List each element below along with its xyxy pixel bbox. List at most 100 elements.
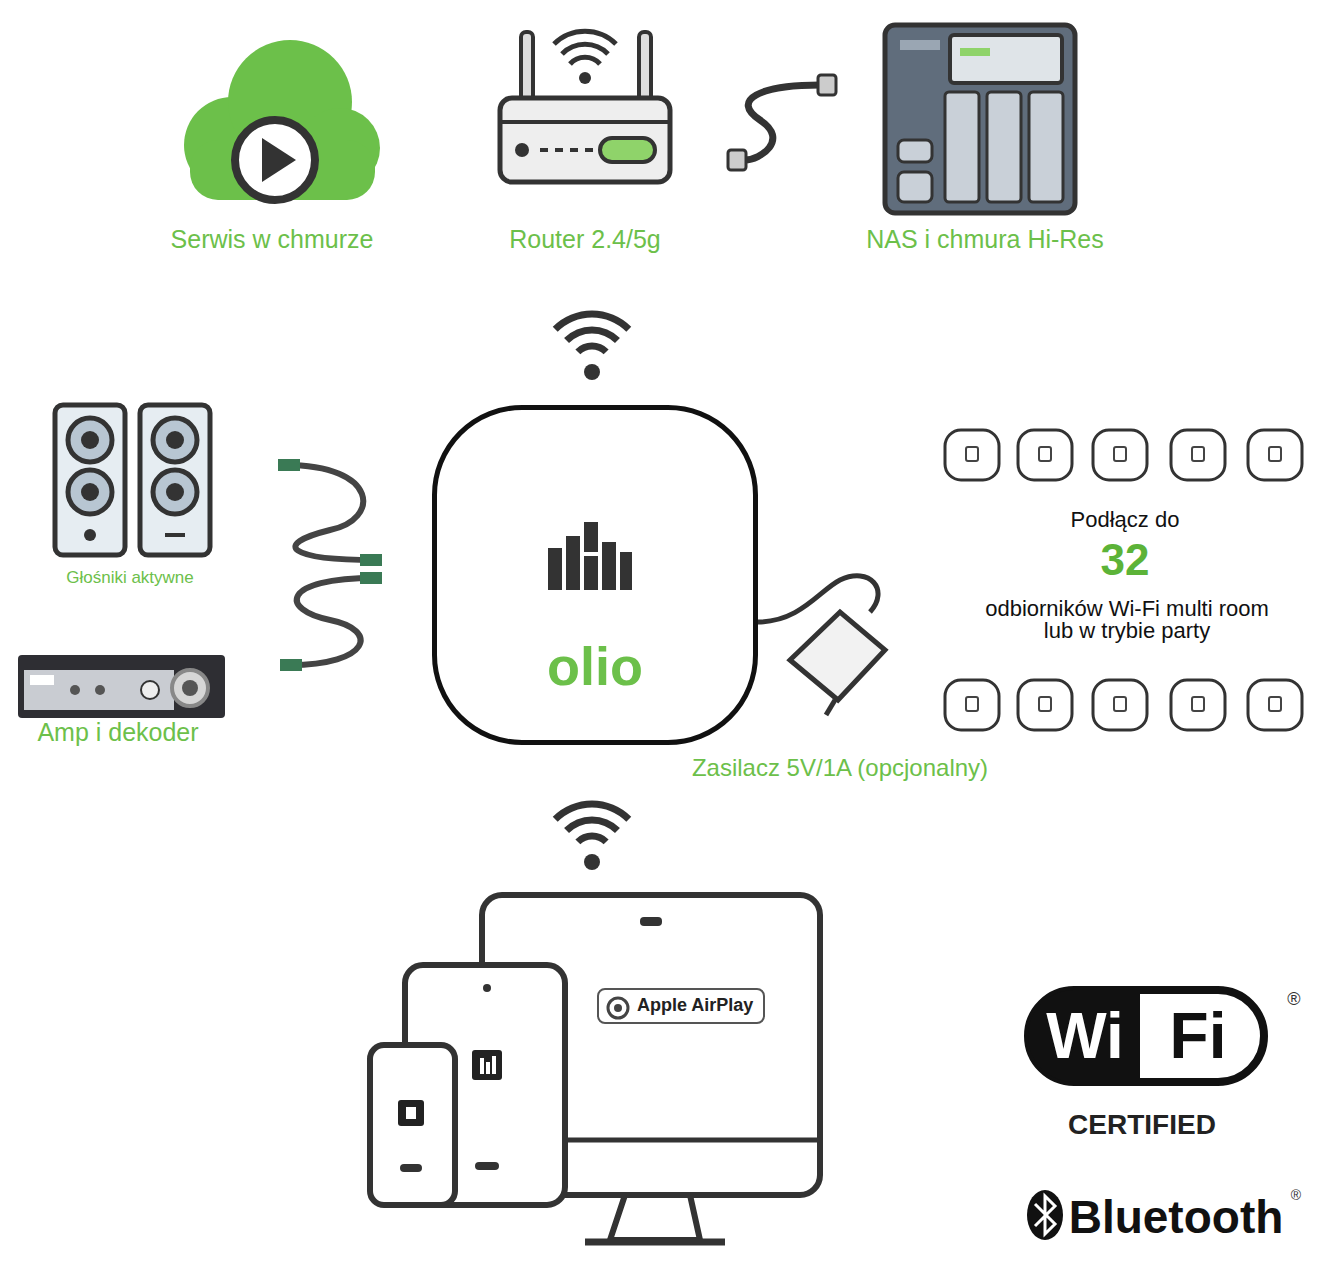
wifi-receivers-part-part [1269,447,1281,461]
devices-illustration-part [585,1239,725,1246]
amplifier-icon-part [182,680,198,696]
speakers-icon-part [166,431,184,449]
label-text: Bluetooth [1069,1192,1284,1243]
devices-illustration-part [483,984,491,992]
wifi-receivers-part-part [1018,430,1072,480]
speakers-icon-part [81,431,99,449]
router-icon-part [639,32,651,102]
label-text: Głośniki aktywne [66,569,194,588]
devices-illustration-part [398,1100,424,1126]
olio-logo-part [548,548,562,590]
audio-cables-part [360,572,382,584]
bluetooth-symbol [1027,1190,1063,1240]
speakers-icon-part [166,483,184,501]
cloud-service-icon-part [235,120,315,200]
amplifier-icon-part [95,685,105,695]
router-icon-part [579,72,591,84]
amplifier-icon-part [70,685,80,695]
speakers-icon-part [153,418,197,462]
nas-icon-part [945,92,979,202]
airplay-badge: Apple AirPlay [597,988,765,1024]
label-text: Serwis w chmurze [171,226,374,254]
wifi-receivers-part-part [1093,430,1147,480]
router-icon-part [600,138,655,162]
wifi-receivers-part-part [1039,447,1051,461]
wifi-symbols-part [564,326,620,343]
wifi-receivers-part-part [1093,680,1147,730]
cloud-service-icon-part [262,138,296,182]
wifi-receivers-part-part [945,430,999,480]
power-adapter-part [790,612,885,700]
amplifier-icon [18,655,225,718]
router-icon-part [540,148,595,152]
speakers-icon-part [84,529,96,541]
wifi-receivers-part [1093,430,1147,480]
audio-cables-part [290,578,375,665]
nas-icon-part [898,172,932,202]
speakers-icon [55,405,210,555]
amplifier-icon-part [24,670,174,710]
wifi-symbols-part [584,854,600,870]
wifi-certified-logo-part [1028,990,1140,1082]
wifi-symbols-part [553,801,631,822]
wifi-receivers-part-part [1114,697,1126,711]
label-text: ® [1287,990,1300,1010]
speakers-icon-part [68,470,112,514]
wifi-receivers-part-part [1248,680,1302,730]
devices-illustration-part [608,998,628,1018]
devices-illustration-part [370,1045,455,1205]
audio-cables-part [285,465,375,560]
router-icon-part [570,57,600,64]
olio-logo-part [584,522,598,552]
label-text: NAS i chmura Hi-Res [866,226,1104,254]
wifi-receivers [945,430,1302,730]
wifi-certified-logo-part [1028,990,1264,1082]
devices-illustration-part [472,1050,502,1080]
cloud-service-icon [184,40,380,200]
nas-icon-part [900,40,940,50]
wifi-receivers-part [1093,680,1147,730]
node-text: olio [547,637,643,696]
amplifier-icon-part [30,675,54,685]
amplifier-icon-part [141,681,159,699]
label-text: odbiorników Wi-Fi multi room lub w trybi… [981,598,1273,642]
amplifier-icon-part [18,655,225,718]
speakers-icon-part [81,483,99,501]
wifi-symbols-part [553,311,631,332]
wifi-symbols-part [564,816,620,833]
devices-illustration-part [614,1004,622,1012]
devices-illustration-part [492,1056,496,1074]
speakers-icon-part [165,533,185,537]
label-text: Amp i dekoder [37,719,198,747]
router-icon-part [515,143,529,157]
router-icon-part [554,31,616,44]
router-icon [500,31,670,182]
devices-illustration-part [640,917,662,926]
audio-cables-part [360,554,382,566]
wifi-certified-logo [1028,990,1264,1082]
power-adapter [758,576,885,715]
wifi-receivers-part-part [1171,680,1225,730]
power-adapter-part [758,576,878,622]
wifi-receivers-part-part [1192,447,1204,461]
label-text: Router 2.4/5g [509,226,661,254]
wifi-receivers-part-part [966,447,978,461]
olio-logo-part [584,556,598,590]
nas-icon-part [1029,92,1063,202]
router-icon-part [500,120,670,124]
ethernet-cable [728,75,836,170]
bluetooth-symbol-part [1027,1190,1063,1240]
wifi-receivers-part [945,680,999,730]
wifi-receivers-part-part [945,680,999,730]
olio-device: olio [432,405,758,745]
audio-cables [278,459,382,671]
wifi-receivers-part [1018,680,1072,730]
wifi-receivers-part [1248,430,1302,480]
speakers-icon-part [68,418,112,462]
wifi-receivers-part [1018,430,1072,480]
label-text: ® [1291,1188,1301,1203]
label-text: CERTIFIED [1068,1110,1216,1141]
devices-illustration-part [406,1107,416,1119]
nas-icon-part [960,48,990,56]
